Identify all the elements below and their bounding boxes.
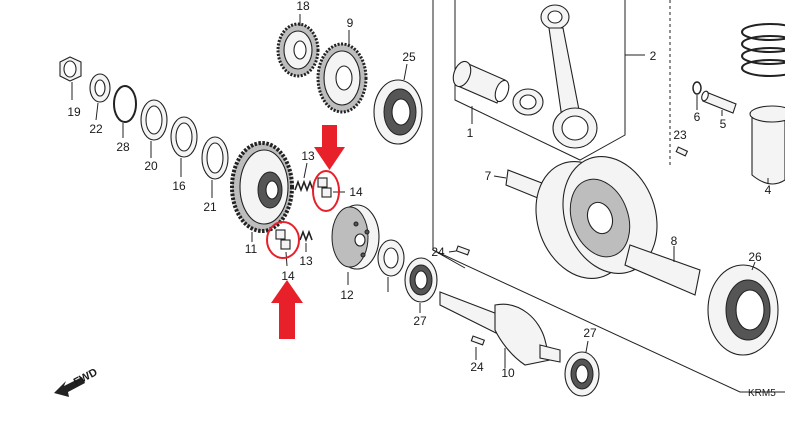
label-8: 8 <box>671 234 678 248</box>
label-13-upper: 13 <box>301 149 315 163</box>
part-13-spring-upper <box>294 162 314 193</box>
label-24-upper: 24 <box>431 245 445 259</box>
part-15-washer <box>377 239 405 292</box>
label-12: 12 <box>340 288 354 302</box>
part-24-key-lower <box>470 335 486 360</box>
part-16-washer <box>170 116 198 177</box>
label-5: 5 <box>720 117 727 131</box>
label-14-lower: 14 <box>281 269 295 283</box>
part-18-gear <box>276 14 320 78</box>
part-13-spring-lower <box>299 229 313 252</box>
diagram-code: KRM5 <box>748 388 776 399</box>
label-10: 10 <box>501 366 515 380</box>
label-25: 25 <box>402 50 416 64</box>
part-1-pin <box>452 60 510 124</box>
label-21: 21 <box>203 200 217 214</box>
part-14-block-lower <box>275 229 291 267</box>
connecting-rod <box>540 4 598 149</box>
label-2: 2 <box>650 49 657 63</box>
part-11-gear <box>230 141 294 242</box>
fwd-label: FWD <box>72 366 100 388</box>
part-6-clip <box>692 81 702 110</box>
label-11: 11 <box>245 242 258 256</box>
part-12-plate <box>331 204 380 285</box>
label-14-upper: 14 <box>349 185 363 199</box>
label-4: 4 <box>765 183 772 197</box>
frame-lines <box>432 0 785 393</box>
label-26: 26 <box>748 250 762 264</box>
part-5-pin <box>701 90 737 116</box>
part-25-bearing <box>373 63 423 145</box>
part-19-nut <box>59 56 82 100</box>
part-3-piston-rings <box>741 23 785 77</box>
label-22: 22 <box>89 122 103 136</box>
needle-bearing <box>512 88 544 116</box>
highlight-circle-upper <box>312 170 340 212</box>
red-arrow-down <box>314 125 345 170</box>
crankshaft-flywheel <box>535 156 658 279</box>
part-8-crank-shaft-end <box>624 244 701 296</box>
part-4-piston <box>749 105 785 185</box>
label-27-lower: 27 <box>583 326 597 340</box>
label-24-lower: 24 <box>470 360 484 374</box>
part-22-washer <box>89 73 111 121</box>
highlight-circle-lower <box>266 221 300 259</box>
part-9-gear <box>316 30 368 114</box>
part-21-washer <box>201 136 229 198</box>
part-number-labels: 18 9 25 19 22 28 20 16 21 11 13 14 13 14… <box>67 0 771 380</box>
label-18: 18 <box>296 0 310 13</box>
part-20-washer <box>140 99 168 158</box>
part-28-circlip <box>113 85 137 138</box>
label-9: 9 <box>347 16 354 30</box>
part-23-pin <box>675 146 689 157</box>
label-7: 7 <box>485 169 492 183</box>
red-arrow-up <box>271 280 303 339</box>
part-27-bearing-upper <box>404 257 438 313</box>
part-26-bearing <box>707 261 779 356</box>
forward-direction-arrow: FWD <box>54 366 100 397</box>
part-24-key-upper <box>448 245 471 256</box>
label-13-lower: 13 <box>299 254 313 268</box>
part-10-shaft <box>439 291 561 368</box>
label-1: 1 <box>467 126 474 140</box>
label-20: 20 <box>144 159 158 173</box>
label-28: 28 <box>116 140 130 154</box>
label-23: 23 <box>673 128 687 142</box>
label-19: 19 <box>67 105 81 119</box>
label-27-upper: 27 <box>413 314 427 328</box>
part-27-bearing-lower <box>564 340 600 397</box>
part-14-block-upper <box>317 177 345 198</box>
label-16: 16 <box>172 179 186 193</box>
label-6: 6 <box>694 110 701 124</box>
